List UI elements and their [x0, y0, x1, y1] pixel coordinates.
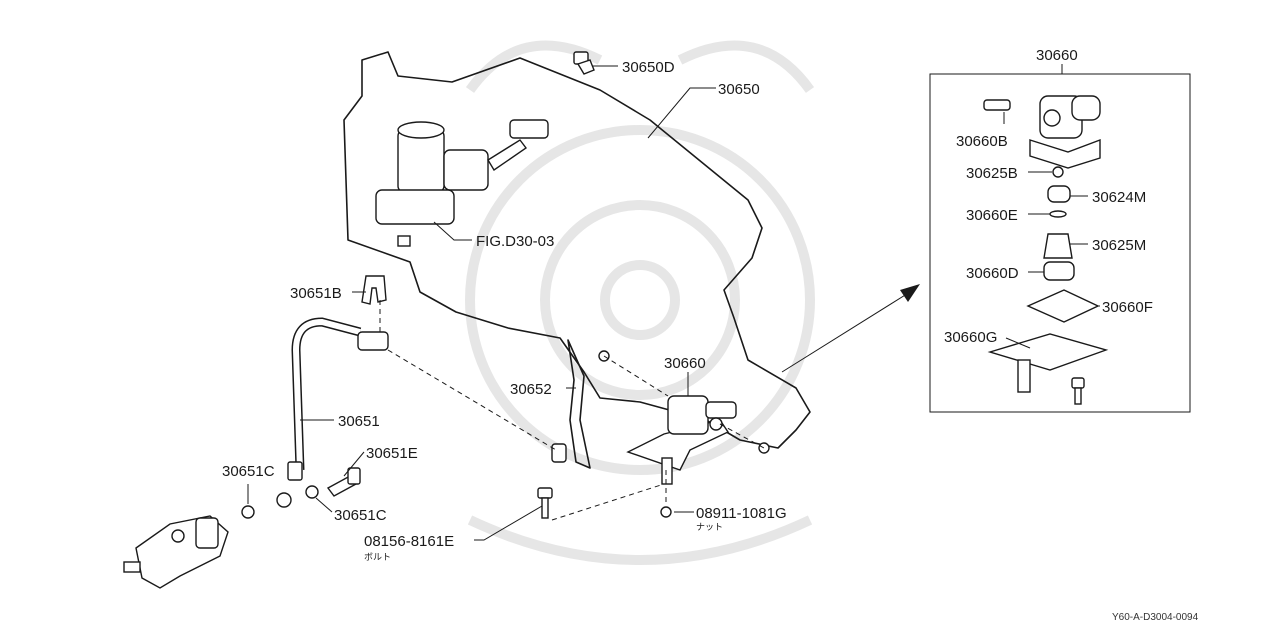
leader-lines — [247, 65, 716, 541]
dashed-connections — [379, 300, 765, 521]
label-30660f: 30660F — [1102, 299, 1153, 316]
detail-arrow — [781, 284, 920, 373]
label-30650d: 30650D — [622, 59, 675, 76]
diagram-code: Y60-A-D3004-0094 — [1112, 612, 1199, 623]
label-08911-note: ナット — [696, 522, 723, 533]
label-30650: 30650 — [718, 81, 760, 98]
label-30652: 30652 — [510, 381, 552, 398]
body-panel-outline — [343, 51, 811, 449]
label-08911: 08911-1081G — [696, 505, 787, 522]
label-30625m: 30625M — [1092, 237, 1146, 254]
label-30651c-right: 30651C — [334, 507, 387, 524]
label-30660-main: 30660 — [664, 355, 706, 372]
damper-30660-main — [626, 395, 770, 518]
label-30624m: 30624M — [1092, 189, 1146, 206]
label-30651c-left: 30651C — [222, 463, 275, 480]
detail-box — [929, 73, 1191, 413]
clutch-slave-cylinder — [123, 515, 229, 589]
label-30651e: 30651E — [366, 445, 418, 462]
label-30660b: 30660B — [956, 133, 1008, 150]
watermark-emblem — [465, 40, 815, 565]
label-30651b: 30651B — [290, 285, 342, 302]
label-08156: 08156-8161E — [364, 533, 454, 550]
clutch-hose — [287, 317, 389, 481]
label-30660e: 30660E — [966, 207, 1018, 224]
label-30625b: 30625B — [966, 165, 1018, 182]
detail-leader-lines — [1003, 112, 1100, 349]
hose-clip-30651b — [361, 275, 387, 305]
label-08156-note: ボルト — [364, 552, 391, 563]
label-30660-detail: 30660 — [1036, 47, 1078, 64]
label-30660g: 30660G — [944, 329, 997, 346]
banjo-fittings — [241, 467, 361, 519]
clip-30650d — [573, 51, 595, 75]
clutch-master-cylinder — [375, 119, 549, 247]
label-30651: 30651 — [338, 413, 380, 430]
label-fig-ref: FIG.D30-03 — [476, 233, 554, 250]
bolt-08156 — [537, 487, 553, 519]
label-30660d: 30660D — [966, 265, 1019, 282]
damper-30660-detail — [983, 95, 1109, 405]
